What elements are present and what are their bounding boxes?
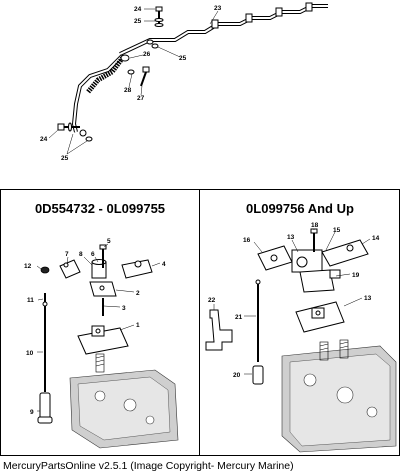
callout-label: 12 — [24, 263, 32, 270]
callout-label: 11 — [27, 297, 34, 304]
callout-label: 18 — [311, 222, 319, 229]
callout-label: 9 — [30, 409, 34, 416]
right-panel-callout-labels: 18 16 13 15 14 19 22 21 13 20 — [208, 222, 380, 379]
callout-label: 4 — [162, 261, 166, 268]
callout-label: 22 — [208, 297, 216, 304]
callout-label: 7 — [65, 251, 69, 258]
callout-label: 1 — [136, 322, 140, 329]
callout-label: 5 — [107, 238, 111, 245]
copyright-footer: MercuryPartsOnline v2.5.1 (Image Copyrig… — [3, 460, 294, 472]
callout-label: 20 — [233, 372, 241, 379]
callout-label: 16 — [243, 237, 251, 244]
left-panel-illustration — [36, 243, 179, 449]
callout-label: 23 — [214, 5, 222, 12]
callout-label: 26 — [143, 51, 151, 58]
callout-label: 25 — [134, 18, 142, 25]
callout-label: 3 — [122, 305, 126, 312]
right-panel-illustration — [205, 228, 397, 453]
callout-label: 13 — [364, 295, 372, 302]
callout-label: 19 — [352, 272, 360, 279]
callout-label: 24 — [40, 136, 48, 143]
callout-label: 6 — [91, 251, 95, 258]
callout-label: 14 — [372, 235, 380, 242]
callout-label: 15 — [333, 227, 341, 234]
callout-label: 10 — [26, 350, 34, 357]
left-panel-header: 0D554732 - 0L099755 — [35, 201, 165, 216]
left-panel-callout-labels: 7 6 5 8 12 4 2 11 3 1 10 9 — [24, 238, 166, 416]
callout-label: 25 — [179, 55, 187, 62]
callout-label: 2 — [136, 290, 140, 297]
callout-label: 8 — [79, 251, 83, 258]
callout-label: 25 — [61, 155, 69, 162]
callout-label: 13 — [287, 234, 295, 241]
oil-line-assembly — [48, 2, 328, 155]
callout-label: 28 — [124, 87, 132, 94]
callout-label: 27 — [137, 95, 145, 102]
right-panel-header: 0L099756 And Up — [246, 201, 354, 216]
top-callout-labels: 24 25 23 26 25 28 27 24 25 — [40, 5, 222, 162]
callout-label: 24 — [134, 6, 142, 13]
callout-label: 21 — [235, 314, 243, 321]
